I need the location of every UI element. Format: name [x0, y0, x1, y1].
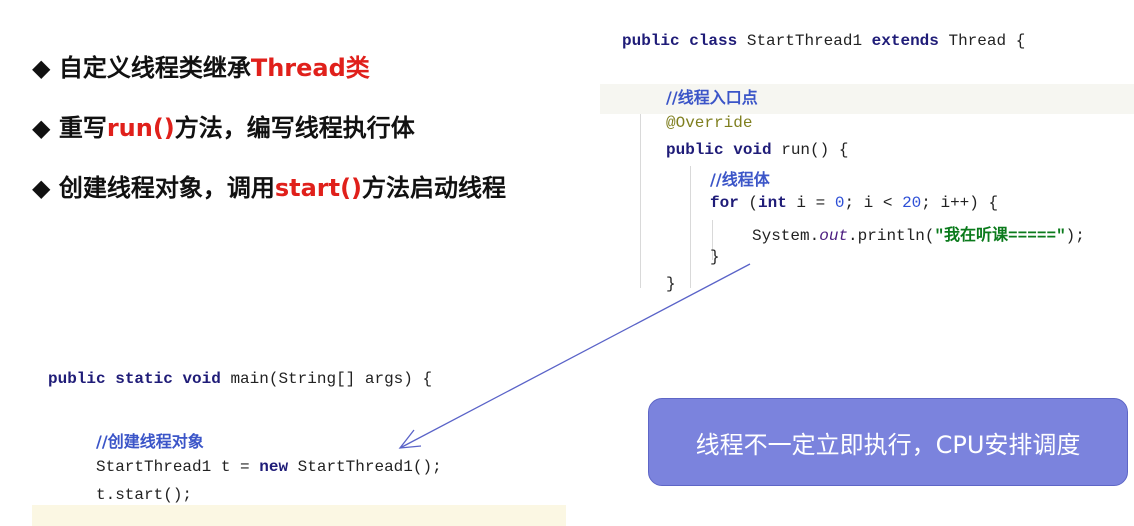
annotation: @Override: [666, 114, 753, 132]
code-line: StartThread1 t = new StartThread1();: [96, 458, 442, 476]
code-text: i =: [786, 194, 835, 212]
bullet-item: ◆ 创建线程对象，调用start()方法启动线程: [32, 172, 506, 204]
code-line: System.out.println("我在听课=====");: [752, 221, 1085, 245]
code-line: for (int i = 0; i < 20; i++) {: [710, 194, 998, 212]
bullet-highlight: Thread类: [250, 54, 370, 82]
code-line: @Override: [666, 114, 752, 132]
bullet-text: 方法启动线程: [362, 174, 507, 202]
bullet-item: ◆ 自定义线程类继承Thread类: [32, 52, 370, 84]
code-comment: //线程体: [710, 170, 770, 189]
code-line: }: [710, 248, 720, 266]
bullet-highlight: start(): [274, 174, 363, 202]
keyword: void: [182, 370, 221, 388]
keyword: public: [48, 370, 106, 388]
diamond-icon: ◆: [32, 54, 51, 82]
class-name: StartThread1: [737, 32, 872, 50]
code-line: //创建线程对象: [96, 428, 204, 452]
code-text: ; i <: [844, 194, 903, 212]
code-comment: //创建线程对象: [96, 432, 204, 451]
code-line-highlight: [600, 84, 1134, 114]
indent-guide: [690, 166, 691, 288]
code-text: }: [710, 248, 720, 266]
keyword: for: [710, 194, 739, 212]
indent-guide: [640, 114, 641, 288]
code-text: StartThread1();: [288, 458, 442, 476]
arrow-line: [399, 263, 751, 449]
keyword: public: [622, 32, 680, 50]
code-comment: //线程入口点: [666, 88, 758, 107]
keyword: class: [689, 32, 738, 50]
bullet-text: 重写: [58, 114, 107, 142]
bullet-text: 方法，编写线程执行体: [174, 114, 415, 142]
note-text: 线程不一定立即执行，CPU安排调度: [695, 430, 1081, 459]
number-literal: 20: [902, 194, 922, 212]
code-text: main(String[] args) {: [220, 370, 433, 388]
code-text: (: [738, 194, 759, 212]
code-line: public class StartThread1 extends Thread…: [622, 32, 1025, 50]
code-text: Thread {: [938, 32, 1026, 50]
code-line: public static void main(String[] args) {: [48, 370, 432, 388]
keyword: int: [758, 194, 787, 212]
diamond-icon: ◆: [32, 174, 51, 202]
keyword: new: [259, 458, 289, 476]
keyword: static: [115, 370, 173, 388]
bullet-highlight: run(): [106, 114, 175, 142]
main-method-code: public static void main(String[] args) {…: [32, 362, 566, 526]
code-text: StartThread1 t =: [96, 458, 260, 476]
keyword: public: [666, 141, 724, 159]
code-line: //线程入口点: [666, 84, 758, 108]
code-line: //线程体: [710, 166, 770, 190]
code-text: .println(: [848, 227, 935, 245]
code-text: System.: [752, 227, 820, 245]
bullet-text: 创建线程对象，调用: [58, 174, 275, 202]
code-text: ; i++) {: [921, 194, 999, 212]
number-literal: 0: [834, 194, 845, 212]
static-field: out: [819, 227, 849, 245]
indent-guide: [712, 220, 713, 260]
code-text: );: [1065, 227, 1085, 245]
thread-class-code: public class StartThread1 extends Thread…: [600, 18, 1134, 308]
keyword: void: [733, 141, 772, 159]
code-line: public void run() {: [666, 141, 848, 159]
keyword: extends: [871, 32, 939, 50]
code-text: run() {: [771, 141, 849, 159]
bullet-text: 自定义线程类继承: [58, 54, 251, 82]
string-literal: "我在听课=====": [934, 227, 1066, 245]
code-text: t.start();: [96, 486, 193, 504]
note-callout: 线程不一定立即执行，CPU安排调度: [648, 398, 1128, 486]
bullet-item: ◆ 重写run()方法，编写线程执行体: [32, 112, 415, 144]
code-text: }: [666, 275, 676, 293]
code-line: t.start();: [96, 486, 192, 504]
diamond-icon: ◆: [32, 114, 51, 142]
code-line-highlight: [32, 505, 566, 526]
code-line: }: [666, 275, 676, 293]
arrow-head-icon: [398, 429, 422, 449]
